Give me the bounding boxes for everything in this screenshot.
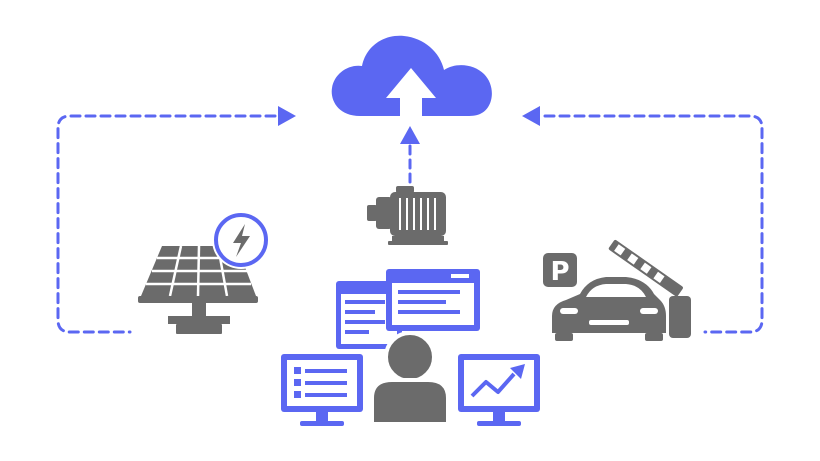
monitor-list-left <box>281 354 363 426</box>
center-arrowhead <box>400 126 420 144</box>
left-connector <box>56 114 277 334</box>
car-icon <box>552 277 666 341</box>
parking-sign: P <box>543 253 577 287</box>
cloud-upload-icon <box>331 35 492 116</box>
left-arrowhead <box>278 106 296 126</box>
barrier-arm <box>608 239 683 297</box>
right-connector <box>543 114 764 334</box>
solar-panel-icon <box>138 211 270 334</box>
app-window-left <box>336 281 402 349</box>
person-icon <box>370 331 450 426</box>
barrier-post <box>669 296 691 338</box>
monitor-chart-right <box>458 354 540 426</box>
electric-motor-icon <box>367 186 448 245</box>
lightning-icon <box>233 224 250 257</box>
parking-barrier-car-icon: P <box>543 239 691 341</box>
app-window-right <box>386 269 480 331</box>
parking-sign-letter: P <box>550 257 569 287</box>
right-arrowhead <box>522 106 540 126</box>
operator-with-monitors-icon <box>281 269 540 426</box>
